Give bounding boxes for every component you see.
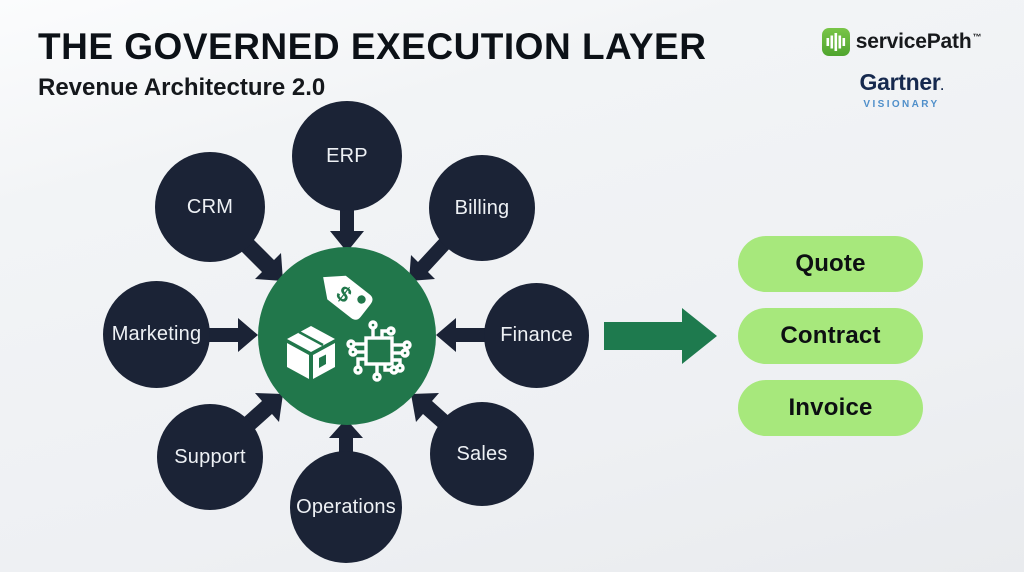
node-crm: CRM xyxy=(155,152,265,262)
trademark-symbol: ™ xyxy=(972,32,982,42)
billing-to-hub-arrow xyxy=(409,236,452,281)
node-finance: Finance xyxy=(484,283,589,388)
hub-to-outputs-arrow xyxy=(604,308,717,364)
node-support: Support xyxy=(157,404,263,510)
output-contract: Contract xyxy=(738,308,923,364)
node-label: Billing xyxy=(454,196,510,219)
finance-to-hub-arrow xyxy=(436,318,490,352)
hub-icons: $ xyxy=(287,275,412,382)
servicepath-logo: servicePath™ xyxy=(821,28,982,56)
operations-to-hub-arrow xyxy=(329,419,363,457)
node-sales: Sales xyxy=(430,402,534,506)
pill-label: Contract xyxy=(780,322,881,349)
support-to-hub-arrow xyxy=(242,393,283,431)
price-tag-icon: $ xyxy=(323,275,373,320)
output-invoice: Invoice xyxy=(738,380,923,436)
marketing-to-hub-arrow xyxy=(204,318,258,352)
package-icon xyxy=(287,326,335,379)
erp-to-hub-arrow xyxy=(330,208,364,252)
node-label: CRM xyxy=(186,195,234,218)
node-label: Operations xyxy=(296,495,396,518)
pill-label: Quote xyxy=(795,250,866,277)
page-subtitle: Revenue Architecture 2.0 xyxy=(38,74,326,101)
servicepath-wordmark: servicePath™ xyxy=(855,30,982,53)
pill-label: Invoice xyxy=(788,394,873,421)
governed-execution-hub: $ xyxy=(258,247,436,425)
node-erp: ERP xyxy=(292,101,402,211)
branding-block: servicePath™ Gartner. VISIONARY xyxy=(809,28,994,110)
gartner-wordmark: Gartner. xyxy=(859,69,944,95)
gartner-visionary-label: VISIONARY xyxy=(863,99,940,110)
servicepath-bars-icon xyxy=(821,28,850,56)
node-operations: Operations xyxy=(290,451,402,563)
node-label: Marketing xyxy=(111,323,202,345)
chip-icon xyxy=(346,320,412,382)
node-label: ERP xyxy=(326,144,368,167)
gartner-mark: . xyxy=(940,79,944,93)
output-quote: Quote xyxy=(738,236,923,292)
node-label: Sales xyxy=(456,442,508,465)
node-label: Finance xyxy=(500,324,573,346)
page-title: THE GOVERNED EXECUTION LAYER xyxy=(38,26,707,67)
node-marketing: Marketing xyxy=(103,281,210,388)
node-label: Support xyxy=(174,445,246,468)
node-billing: Billing xyxy=(429,155,535,261)
